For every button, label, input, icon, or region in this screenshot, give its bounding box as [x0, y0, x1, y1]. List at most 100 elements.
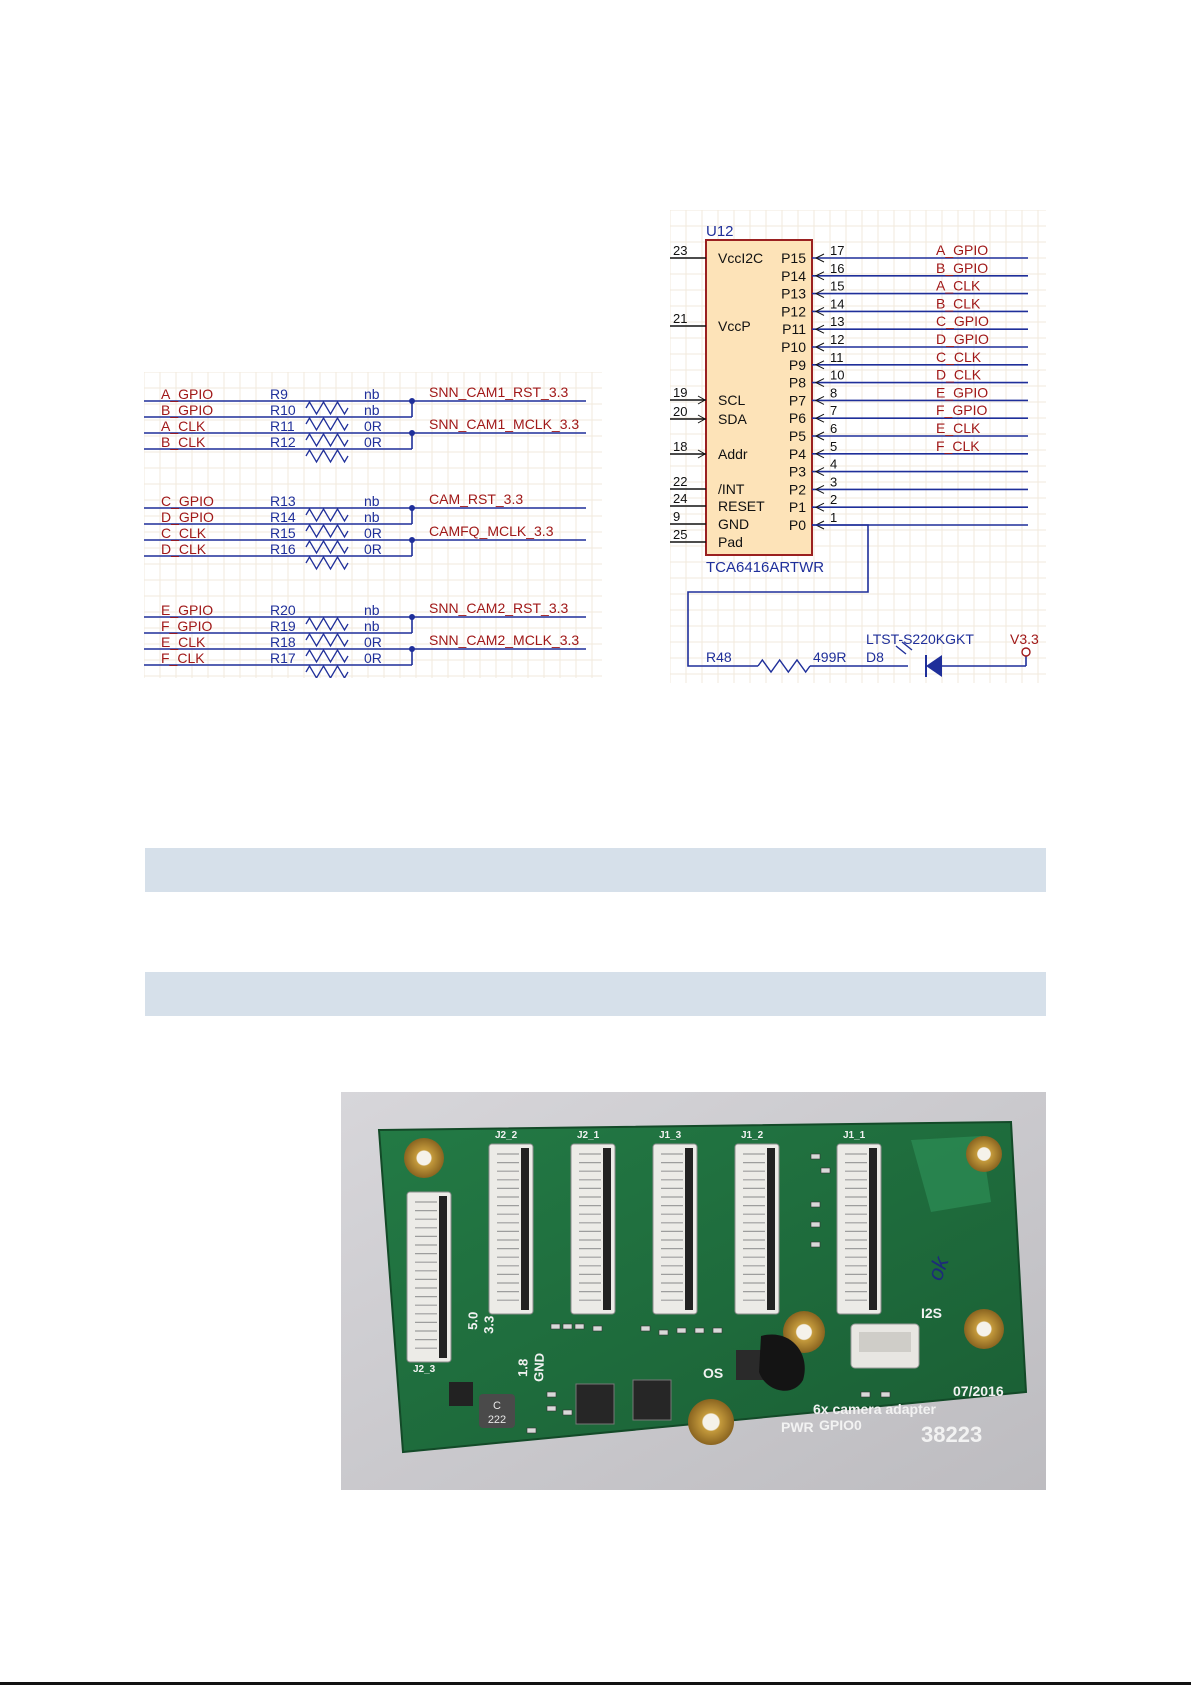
pin-name: P4: [789, 446, 806, 462]
resistor-value: 0R: [364, 525, 382, 541]
silk-pwr: PWR: [781, 1419, 814, 1435]
signal-label: D_GPIO: [161, 509, 214, 525]
pin-name: P5: [789, 428, 806, 444]
power-port: [1021, 647, 1031, 657]
pin-name: P6: [789, 410, 806, 426]
pin-arrow: [814, 484, 825, 494]
pin-number: 6: [830, 421, 837, 436]
camera-connector: J2_3: [406, 1191, 452, 1375]
pin-number: 10: [830, 368, 844, 383]
resistor-symbol: [305, 648, 349, 664]
smd-component: [694, 1327, 705, 1334]
camera-connector: J2_1: [570, 1130, 616, 1315]
resistor-designator: R14: [270, 509, 296, 525]
resistor-symbol: [305, 400, 349, 416]
pin-number: 16: [830, 261, 844, 276]
pin-number: 22: [673, 474, 687, 489]
junction-dot: [409, 537, 415, 543]
power-net-label: V3.3: [1010, 631, 1039, 647]
smd-component: [810, 1201, 821, 1208]
junction-dot: [409, 505, 415, 511]
pin-number: 23: [673, 243, 687, 258]
pin-arrow: [814, 431, 825, 441]
pin-name: P12: [781, 303, 806, 319]
pin-arrow: [814, 467, 825, 477]
pin-name: P15: [781, 250, 806, 266]
smd-component: [546, 1391, 557, 1398]
section-bar-1: [145, 848, 1046, 892]
connector-label: J1_3: [659, 1130, 682, 1141]
resistor-value: 0R: [364, 650, 382, 666]
pin-number: 25: [673, 527, 687, 542]
junction-dot: [409, 430, 415, 436]
pin-arrow: [814, 289, 825, 299]
smd-component: [640, 1325, 651, 1332]
smd-component: [860, 1391, 871, 1398]
connector-latch: [869, 1148, 877, 1310]
silk-title: 6x camera adapter: [813, 1401, 937, 1417]
pin-number: 12: [830, 332, 844, 347]
net-label: F_GPIO: [936, 402, 987, 418]
silk-gnd: GND: [531, 1353, 547, 1382]
pin-number: 20: [673, 404, 687, 419]
pin-number: 24: [673, 491, 687, 506]
pin-name: P2: [789, 481, 806, 497]
resistor-symbol: [305, 632, 349, 648]
pin-number: 5: [830, 439, 837, 454]
net-label: D_GPIO: [936, 331, 989, 347]
smd-component: [546, 1405, 557, 1412]
pin-arrow: [697, 414, 707, 424]
pin-arrow: [814, 449, 825, 459]
junction-dot: [409, 614, 415, 620]
pin-name: P3: [789, 464, 806, 480]
mounting-hole: [964, 1309, 1004, 1349]
resistor-value: 499R: [813, 649, 846, 665]
pin-arrow: [814, 360, 825, 370]
pin-arrow: [814, 324, 825, 334]
connector-latch: [767, 1148, 775, 1310]
led-part-number: LTST-S220KGKT: [866, 631, 974, 647]
smd-component: [562, 1409, 573, 1416]
pin-name: P13: [781, 286, 806, 302]
smd-component: [810, 1221, 821, 1228]
signal-label: F_CLK: [161, 650, 205, 666]
pin-number: 1: [830, 510, 837, 525]
connector-label: J2_2: [495, 1130, 518, 1141]
pin-name: P1: [789, 499, 806, 515]
pin-number: 4: [830, 457, 837, 472]
resistor-value: 0R: [364, 634, 382, 650]
net-label: SNN_CAM1_MCLK_3.3: [429, 416, 579, 432]
pin-name: P7: [789, 392, 806, 408]
net-label: CAMFQ_MCLK_3.3: [429, 523, 554, 539]
pin-number: 3: [830, 474, 837, 489]
net-label: A_CLK: [936, 278, 981, 294]
pin-name: P0: [789, 517, 806, 533]
smd-component: [712, 1327, 723, 1334]
connector-latch: [685, 1148, 693, 1310]
silk-date: 07/2016: [953, 1383, 1004, 1399]
connector-label: J1_2: [741, 1130, 764, 1141]
resistor-designator: R13: [270, 493, 296, 509]
pin-arrow: [697, 395, 707, 405]
smd-component: [526, 1427, 537, 1434]
pin-number: 15: [830, 279, 844, 294]
signal-label: F_GPIO: [161, 618, 212, 634]
resistor-designator: R18: [270, 634, 296, 650]
ic-body: [705, 239, 813, 556]
resistor-value: nb: [364, 493, 380, 509]
pin-number: 14: [830, 296, 844, 311]
signal-label: E_CLK: [161, 634, 206, 650]
resistor-designator: R11: [270, 418, 295, 434]
silk-gpio0: GPIO0: [819, 1417, 862, 1433]
net-label: D_CLK: [936, 367, 982, 383]
pin-name: GND: [718, 516, 749, 532]
regulator-chip: [449, 1382, 473, 1406]
camera-connector: J1_1: [836, 1130, 882, 1315]
resistor-designator: R17: [270, 650, 296, 666]
net-label: SNN_CAM1_RST_3.3: [429, 384, 568, 400]
smd-component: [574, 1323, 585, 1330]
